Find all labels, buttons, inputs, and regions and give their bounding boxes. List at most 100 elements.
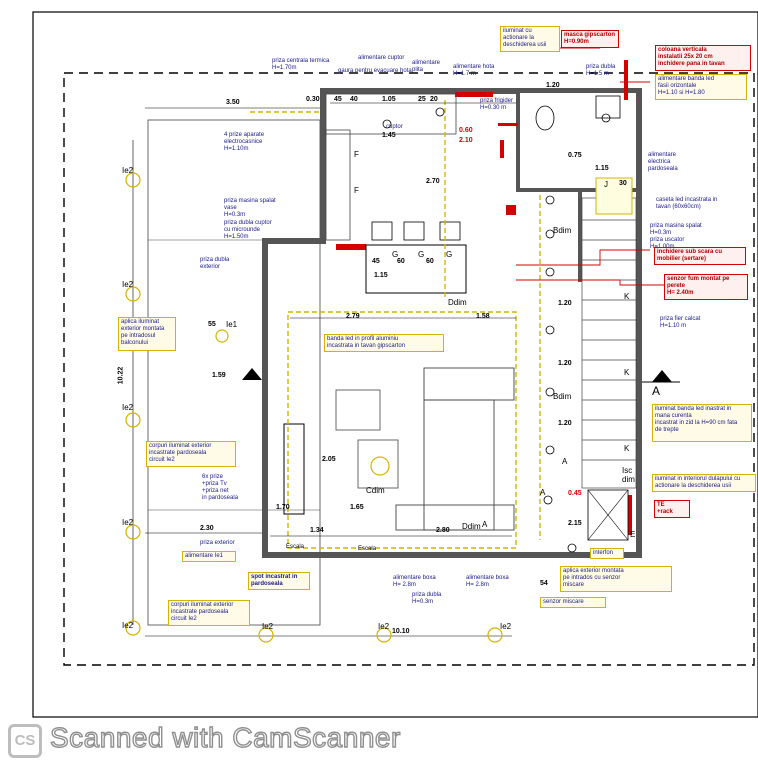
label-interfon: interfon: [590, 548, 624, 559]
dim-30: 30: [619, 180, 627, 187]
tag-cdim: Cdim: [366, 486, 385, 495]
dim-115b: 1.15: [595, 165, 609, 172]
dim-025: 25: [418, 96, 426, 103]
label-alimentare-hota: alimentare hota H=1.7 m: [453, 64, 495, 77]
dim-60a: 60: [397, 258, 405, 265]
tag-G-3: G: [446, 250, 453, 259]
tag-ie2-8: Ie2: [500, 622, 512, 631]
dim-210: 2.10: [459, 137, 473, 144]
label-iluminat-banda-mana: iluminat banda led inastrat in mana cure…: [652, 404, 752, 442]
tag-ie2-6: Ie2: [262, 622, 274, 631]
label-priza-fier: priza fier calcat H=1.10 m: [660, 316, 701, 329]
dim-350: 3.50: [226, 99, 240, 106]
dim-54: 54: [540, 580, 548, 587]
tag-ie2-7: Ie2: [378, 622, 390, 631]
exterior-lights: [125, 172, 503, 643]
tag-E: E: [630, 530, 636, 539]
boundary-dashed: [63, 72, 755, 666]
label-alimentare-boxa-2: alimentare boxa H= 2.8m: [466, 575, 509, 588]
tag-escala-1: Escala: [286, 544, 305, 550]
tag-K-1: K: [624, 292, 630, 301]
kitchen-counter: [325, 93, 457, 135]
dim-120: 1.20: [546, 82, 560, 89]
label-spot-incastrat: spot incastrat in pardoseala: [248, 572, 310, 590]
label-alimentare-boxa-1: alimentare boxa H= 2.8m: [393, 575, 436, 588]
toilet: [535, 105, 555, 131]
dim-120c: 1.20: [558, 360, 572, 367]
tag-ie2-3: Ie2: [122, 403, 134, 412]
tv-unit: [283, 423, 305, 515]
dim-170: 1.70: [276, 504, 290, 511]
label-alimentare-ie1: alimentare Ie1: [182, 551, 236, 562]
label-iluminat-dulap: iluminat in interiorul dulapului cu acti…: [652, 474, 756, 492]
dim-230: 2.30: [200, 525, 214, 532]
dim-165: 1.65: [350, 504, 364, 511]
dim-60b: 60: [426, 258, 434, 265]
walls: [262, 88, 642, 558]
washing-machine: [595, 177, 633, 215]
red-leader-lines: [516, 47, 665, 286]
paper-frame: [32, 11, 758, 718]
label-alimentare-plita: alimentare plita: [412, 60, 441, 73]
label-coloana-verticala: coloana verticala instalatii 25x 20 cm i…: [655, 45, 751, 71]
label-senzor-fum: senzor fum montat pe perete H= 2.40m: [664, 274, 748, 300]
label-priza-dubla-cuptor: priza dubla cuptor cu microunde H=1.50m: [224, 220, 272, 240]
label-prize-tv: 6x prize +priza Tv +priza net in pardose…: [202, 474, 239, 501]
tag-ie1: Ie1: [226, 320, 238, 329]
dim-105: 1.05: [382, 96, 396, 103]
label-corpuri-iluminat-2: corpuri iluminat exterior incastrate par…: [168, 600, 250, 626]
section-arrow-right: [652, 370, 672, 382]
sofa: [395, 367, 515, 531]
tag-ddim-3: Ddim: [462, 522, 481, 531]
dim-55: 55: [208, 321, 216, 328]
led-strip-lines: [250, 100, 541, 549]
dim-120d: 1.20: [558, 420, 572, 427]
dim-158: 1.58: [476, 313, 490, 320]
tag-K-3: K: [624, 444, 630, 453]
label-alimentare-cuptor: alimentare cuptor: [358, 55, 405, 61]
dim-1022: 10.22: [117, 366, 125, 385]
label-cuptor: cuptor: [386, 124, 403, 130]
label-aplica-iluminat: aplica iluminat exterior montata pe intr…: [118, 317, 176, 351]
tag-F-1: F: [354, 150, 359, 159]
tag-ie2-4: Ie2: [122, 518, 134, 527]
dim-075: 0.75: [568, 152, 582, 159]
dim-045: 45: [334, 96, 342, 103]
tag-bdim-1: Bdim: [553, 226, 572, 235]
dim-1010: 10.10: [392, 628, 410, 635]
tag-isc: Isc dim: [622, 466, 635, 484]
label-priza-frigider: priza frigider H=0.30 m: [480, 98, 514, 111]
tag-A-2: A: [562, 457, 568, 466]
label-aplica-exterior-montata: aplica exterior montata pe intrados cu s…: [560, 566, 672, 592]
label-alimentare-banda-led: alimentare banda led fasii orizontale H=…: [655, 74, 747, 100]
tag-J: J: [604, 180, 608, 189]
label-te-rack: TE +rack: [654, 500, 690, 518]
label-banda-led-profil: banda led in profil aluminiu incastrata …: [324, 334, 444, 352]
label-priza-dubla-top: priza dubla H=1.5 m: [586, 64, 616, 77]
dimension-lines: [132, 102, 516, 637]
dim-134: 1.34: [310, 527, 324, 534]
kitchen-island: [365, 244, 467, 294]
label-priza-dubla-jos: priza dubla H=0.3m: [412, 592, 442, 605]
dim-280: 2.80: [436, 527, 450, 534]
red-elements: [336, 60, 632, 535]
scanner-watermark-text: Scanned with CamScanner: [49, 721, 401, 753]
tag-escala-2: Escala: [358, 546, 377, 552]
label-masca-gipscarton: masca gipscarton H=0.90m: [561, 30, 619, 48]
tag-F-2: F: [354, 186, 359, 195]
label-senzor-miscare: senzor miscare: [540, 597, 606, 608]
sink: [595, 95, 621, 119]
tag-K-2: K: [624, 368, 630, 377]
dim-279: 2.79: [346, 313, 360, 320]
label-priza-centrala: priza centrala termica H=1.70m: [272, 58, 330, 71]
tag-bdim-2: Bdim: [553, 392, 572, 401]
label-iluminat-actionare: iluminat cu actionare la deschiderea usi…: [500, 26, 560, 52]
tag-ddim-1: Ddim: [448, 298, 467, 307]
label-alimentare-centrala: alimentare electrica pardoseala: [648, 152, 678, 172]
dim-115: 1.15: [374, 272, 388, 279]
dim-215: 2.15: [568, 520, 582, 527]
label-priza-exterior: priza exterior: [200, 540, 235, 546]
dim-270: 2.70: [426, 178, 440, 185]
scanner-footer: [0, 718, 758, 768]
